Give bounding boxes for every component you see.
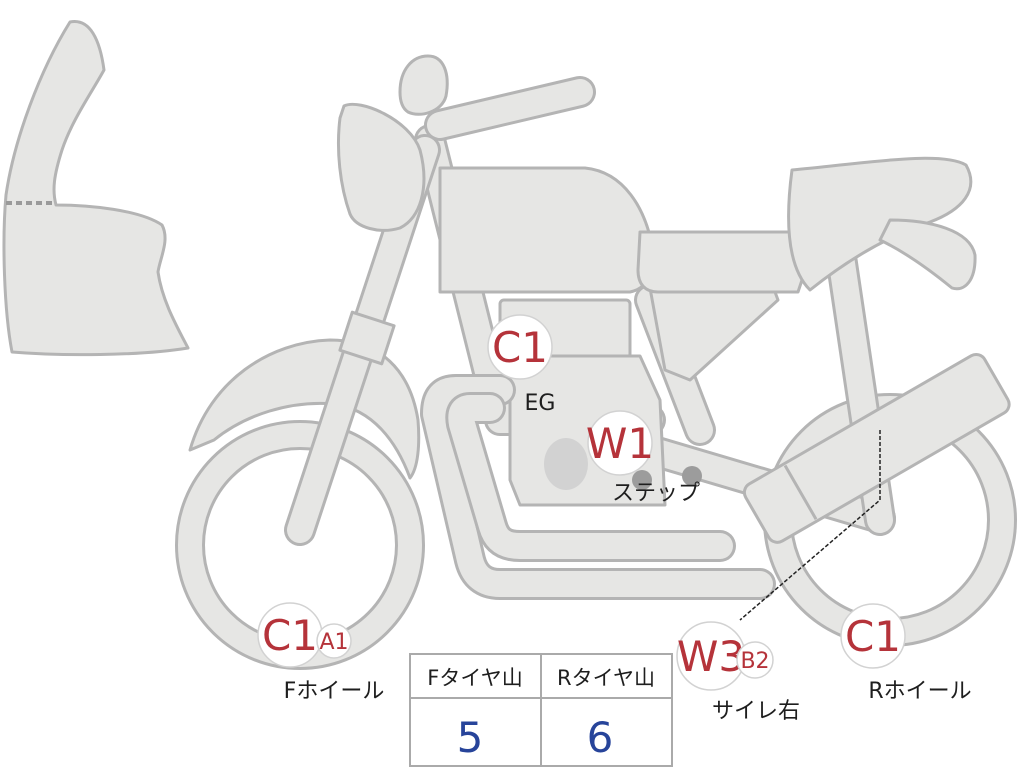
engine-cover [544, 438, 588, 490]
seat [636, 230, 815, 294]
headlight [337, 102, 426, 232]
marker-eg-label: EG [525, 391, 556, 416]
marker-front-wheel-label: Fホイール [284, 679, 385, 704]
marker-step[interactable]: W1 ステップ [586, 410, 700, 506]
marker-muffler-right-code: W3 [677, 632, 745, 681]
side-cover [648, 286, 780, 382]
muffler-pointer-line [739, 430, 881, 621]
marker-front-wheel-code: C1 [262, 611, 318, 660]
marker-eg[interactable]: C1 EG [487, 314, 556, 416]
fuel-tank [438, 166, 655, 294]
tail-cowl [787, 156, 973, 292]
front-tire-header: Fタイヤ山 [427, 666, 522, 690]
marker-rear-wheel-label: Rホイール [868, 679, 971, 704]
marker-step-code: W1 [586, 419, 654, 468]
marker-front-wheel[interactable]: C1 A1 Fホイール [257, 602, 385, 704]
footrest [632, 466, 702, 490]
marker-muffler-right-label: サイレ右 [712, 699, 800, 724]
tire-tread-table: Fタイヤ山 Rタイヤ山 5 6 [409, 653, 673, 767]
marker-rear-wheel[interactable]: C1 Rホイール [840, 603, 972, 704]
fairing [2, 20, 190, 357]
marker-rear-wheel-code: C1 [845, 612, 901, 661]
exhaust-pipes [420, 374, 776, 600]
handlebar [424, 76, 596, 141]
marker-muffler-right-sub: B2 [740, 649, 769, 674]
mirror [398, 54, 449, 116]
marker-front-wheel-sub: A1 [319, 630, 348, 655]
muffler [742, 352, 1011, 544]
rear-tire-value: 6 [587, 713, 614, 762]
marker-eg-code: C1 [492, 323, 548, 372]
rear-tire-header: Rタイヤ山 [557, 666, 655, 690]
tail-fin [878, 218, 977, 291]
marker-muffler-right[interactable]: W3 B2 サイレ右 [676, 621, 800, 724]
marker-step-label: ステップ [612, 481, 700, 506]
front-tire-value: 5 [457, 713, 484, 762]
